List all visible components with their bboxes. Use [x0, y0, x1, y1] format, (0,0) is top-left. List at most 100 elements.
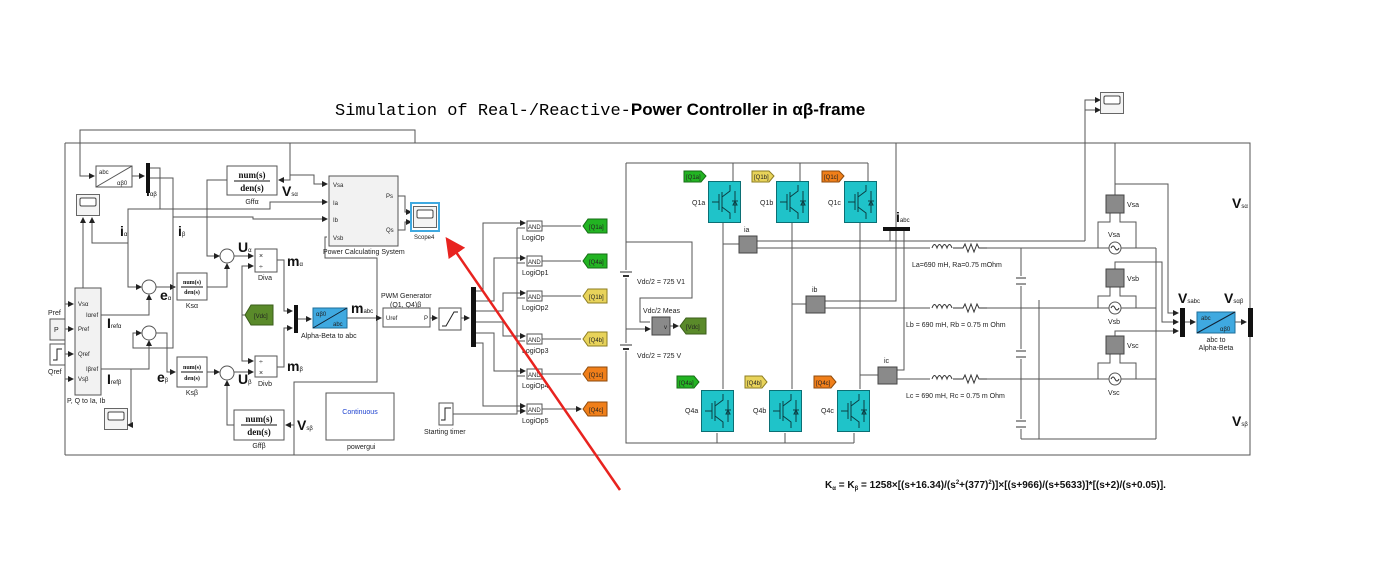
divb-divide-block[interactable]: ÷ × Divb — [254, 355, 278, 388]
starting-timer-step[interactable]: Starting timer — [424, 402, 466, 436]
svg-text:Q1a: Q1a — [692, 200, 705, 207]
from-q4a[interactable]: [Q4a] — [676, 375, 700, 389]
wire-vsb — [286, 236, 378, 455]
igbt-q1c[interactable]: Q1c — [828, 181, 877, 223]
goto-q4c[interactable]: [Q4c] — [582, 401, 608, 417]
vdc-from-tag[interactable]: [Vdc] — [244, 304, 274, 326]
saturation-block[interactable] — [438, 307, 462, 331]
gff-alpha-transfer-fcn[interactable]: num(s) den(s) Gffα — [226, 165, 278, 206]
current-meas-ic[interactable]: ic — [877, 358, 898, 385]
ac-source-vsa[interactable]: Vsa — [1108, 232, 1122, 255]
svg-text:Gffα: Gffα — [245, 199, 258, 206]
capacitor-c[interactable] — [1015, 419, 1027, 429]
demux-vsab[interactable] — [1248, 308, 1253, 337]
abc-to-alphabeta-block[interactable]: abc αβ0 abc to Alpha-Beta — [1196, 311, 1236, 352]
pq-to-iaib-block[interactable]: Vsα Pref Qref Vsβ Iαref Iβref P, Q to Ia… — [67, 287, 106, 405]
powergui-block[interactable]: Continuous powergui — [325, 392, 395, 451]
scope-i-beta[interactable] — [104, 408, 128, 430]
scope-top-right[interactable] — [1100, 92, 1124, 114]
svg-text:[Q1c]: [Q1c] — [589, 373, 604, 379]
svg-text:La=690 mH, Ra=0.75 mOhm: La=690 mH, Ra=0.75 mOhm — [912, 262, 1002, 269]
igbt-q1b[interactable]: Q1b — [760, 181, 809, 223]
svg-text:Vsb: Vsb — [333, 236, 344, 242]
ks-beta-transfer-fcn[interactable]: num(s) den(s) Ksβ — [176, 356, 208, 397]
wire-ksa-out — [207, 263, 230, 288]
wire-vsc-mux — [1114, 328, 1179, 336]
ac-source-vsb[interactable]: Vsb — [1108, 301, 1122, 326]
svg-text:abc: abc — [333, 322, 343, 328]
voltage-meas-vsc[interactable]: Vsc — [1105, 335, 1139, 355]
sum-u-alpha[interactable] — [219, 248, 235, 264]
gff-beta-transfer-fcn[interactable]: num(s) den(s) Gffβ — [233, 409, 285, 450]
diva-divide-block[interactable]: × ÷ Diva — [254, 248, 278, 282]
vdc-goto-tag[interactable]: [Vdc] — [679, 317, 707, 335]
wire-mb — [277, 325, 293, 368]
svg-text:αβ0: αβ0 — [117, 181, 128, 187]
rl-branch-c[interactable]: Lc = 690 mH, Rc = 0.75 m Ohm — [906, 373, 1005, 400]
svg-text:AND: AND — [528, 338, 541, 344]
from-q1c[interactable]: [Q1c] — [821, 170, 845, 183]
scope4[interactable]: Scope4 — [410, 202, 440, 241]
alphabeta-to-abc-block[interactable]: αβ0 abc Alpha-Beta to abc — [301, 307, 357, 340]
dc-source-2[interactable]: Vdc/2 = 725 V — [619, 343, 682, 360]
power-calculating-system-block[interactable]: Vsa Ia Ib Vsb Ps Qs Power Calculating Sy… — [323, 175, 405, 256]
sum-e-beta[interactable] — [141, 325, 157, 341]
goto-q1c[interactable]: [Q1c] — [582, 366, 608, 382]
voltage-meas-vsb[interactable]: Vsb — [1105, 268, 1139, 288]
signal-label-ma: mα — [287, 253, 303, 269]
igbt-q4a[interactable]: Q4a — [685, 389, 734, 433]
igbt-q4b[interactable]: Q4b — [753, 389, 802, 433]
svg-text:Ksα: Ksα — [186, 303, 198, 310]
current-meas-ia[interactable]: ia — [738, 227, 758, 254]
diagram-title: Simulation of Real-/Reactive-Power Contr… — [335, 100, 865, 121]
voltage-meas-vsa[interactable]: Vsa — [1105, 194, 1139, 214]
from-q4b[interactable]: [Q4b] — [744, 375, 768, 389]
pwm-generator-block[interactable]: PWM Generator (Q1, Q4)β Uref P — [381, 293, 432, 328]
p-constant-block[interactable]: P — [49, 318, 66, 341]
iabc-bus[interactable] — [883, 227, 910, 231]
igbt-q1a[interactable]: Q1a — [692, 181, 741, 223]
svg-text:Lc = 690 mH, Rc = 0.75 m Ohm: Lc = 690 mH, Rc = 0.75 m Ohm — [906, 393, 1005, 400]
ks-alpha-transfer-fcn[interactable]: num(s) den(s) Ksα — [176, 272, 208, 310]
goto-q1a[interactable]: [Q1a] — [582, 218, 608, 234]
goto-q1b[interactable]: [Q1b] — [582, 288, 608, 304]
qref-step-block[interactable]: Qref — [48, 343, 66, 376]
signal-label-mabc: mabc — [351, 300, 373, 316]
wire-vsa-gffa — [278, 143, 291, 183]
sum-u-beta[interactable] — [219, 365, 235, 381]
capacitor-b[interactable] — [1015, 349, 1027, 359]
svg-text:(Q1, Q4)β: (Q1, Q4)β — [390, 302, 421, 309]
signal-label-eb: eβ — [157, 369, 169, 385]
from-q4c[interactable]: [Q4c] — [813, 375, 837, 389]
igbt-q4c[interactable]: Q4c — [821, 389, 870, 433]
sum-e-alpha[interactable] — [141, 279, 157, 295]
goto-q4b[interactable]: [Q4b] — [582, 331, 608, 347]
ac-source-vsc[interactable]: Vsc — [1108, 372, 1122, 397]
signal-label-ib: iβ — [178, 223, 186, 239]
svg-text:num(s): num(s) — [238, 170, 265, 180]
from-q1a[interactable]: [Q1a] — [683, 170, 707, 183]
demux-pwm[interactable] — [471, 287, 476, 347]
mux-m-alphabeta[interactable] — [294, 305, 298, 333]
demux-iab[interactable] — [146, 163, 150, 193]
svg-text:Lb = 690 mH, Rb = 0.75 m Ohm: Lb = 690 mH, Rb = 0.75 m Ohm — [906, 322, 1006, 329]
goto-q4a[interactable]: [Q4a] — [582, 253, 608, 269]
svg-text:Vsa: Vsa — [1127, 202, 1139, 209]
capacitor-a[interactable] — [1015, 276, 1027, 286]
current-meas-ib[interactable]: ib — [805, 287, 826, 314]
rl-branch-a[interactable]: La=690 mH, Ra=0.75 mOhm — [912, 242, 1002, 269]
abc-to-alphabeta0-block[interactable]: abc αβ0 — [95, 165, 133, 188]
scope-i-alpha[interactable] — [76, 194, 100, 216]
dc-source-1[interactable]: Vdc/2 = 725 V1 — [619, 270, 685, 286]
svg-text:[Q4b]: [Q4b] — [747, 381, 762, 387]
svg-text:powergui: powergui — [347, 444, 376, 451]
mux-vsabc[interactable] — [1180, 308, 1185, 337]
from-q1b[interactable]: [Q1b] — [751, 170, 775, 183]
rl-branch-b[interactable]: Lb = 690 mH, Rb = 0.75 m Ohm — [906, 302, 1006, 329]
vdc-voltage-measurement[interactable]: Vdc/2 Meas v — [643, 308, 680, 336]
